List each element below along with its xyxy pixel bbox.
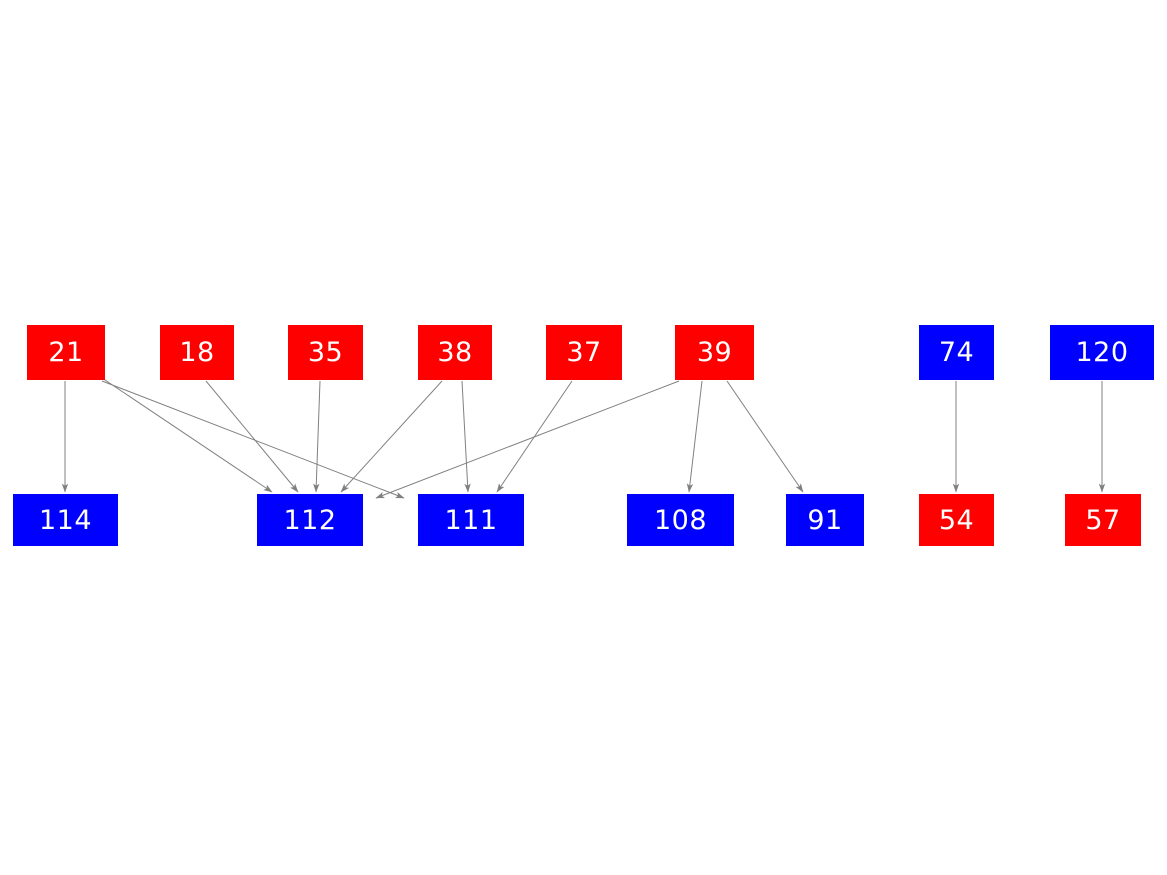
node-label-120: 120 bbox=[1075, 337, 1129, 368]
node-label-114: 114 bbox=[38, 504, 93, 536]
node-label-37: 37 bbox=[566, 337, 602, 368]
node-57[interactable]: 57 bbox=[1065, 494, 1141, 546]
node-label-57: 57 bbox=[1085, 504, 1121, 536]
node-120[interactable]: 120 bbox=[1050, 325, 1154, 380]
edge-35-to-112 bbox=[313, 380, 321, 493]
node-91[interactable]: 91 bbox=[786, 494, 864, 546]
node-112[interactable]: 112 bbox=[257, 494, 363, 546]
edges-group bbox=[61, 377, 1106, 499]
node-label-35: 35 bbox=[307, 337, 344, 368]
node-label-112: 112 bbox=[283, 504, 337, 536]
node-35[interactable]: 35 bbox=[288, 325, 363, 380]
node-label-91: 91 bbox=[807, 504, 843, 536]
node-18[interactable]: 18 bbox=[160, 325, 234, 380]
node-label-38: 38 bbox=[437, 337, 473, 368]
node-114[interactable]: 114 bbox=[13, 494, 118, 546]
node-label-39: 39 bbox=[696, 337, 733, 368]
node-label-18: 18 bbox=[179, 337, 215, 368]
node-54[interactable]: 54 bbox=[919, 494, 994, 546]
node-38[interactable]: 38 bbox=[418, 325, 492, 380]
node-108[interactable]: 108 bbox=[627, 494, 734, 546]
node-label-111: 111 bbox=[444, 504, 498, 536]
edge-39-to-91 bbox=[726, 380, 804, 493]
node-111[interactable]: 111 bbox=[418, 494, 524, 546]
node-39[interactable]: 39 bbox=[675, 325, 754, 380]
node-label-54: 54 bbox=[938, 504, 975, 536]
edge-21-to-112 bbox=[101, 377, 273, 493]
edge-39-to-112 bbox=[375, 380, 680, 499]
edge-37-to-111 bbox=[496, 380, 573, 493]
node-37[interactable]: 37 bbox=[546, 325, 622, 380]
node-label-74: 74 bbox=[938, 337, 975, 368]
node-21[interactable]: 21 bbox=[27, 325, 105, 380]
edge-38-to-112 bbox=[340, 380, 443, 493]
node-label-21: 21 bbox=[48, 337, 84, 368]
edge-18-to-112 bbox=[205, 380, 299, 493]
node-label-108: 108 bbox=[653, 504, 708, 536]
edge-39-to-108 bbox=[686, 380, 703, 493]
edge-21-to-111 bbox=[101, 380, 405, 499]
node-74[interactable]: 74 bbox=[919, 325, 994, 380]
edge-38-to-111 bbox=[461, 380, 471, 493]
